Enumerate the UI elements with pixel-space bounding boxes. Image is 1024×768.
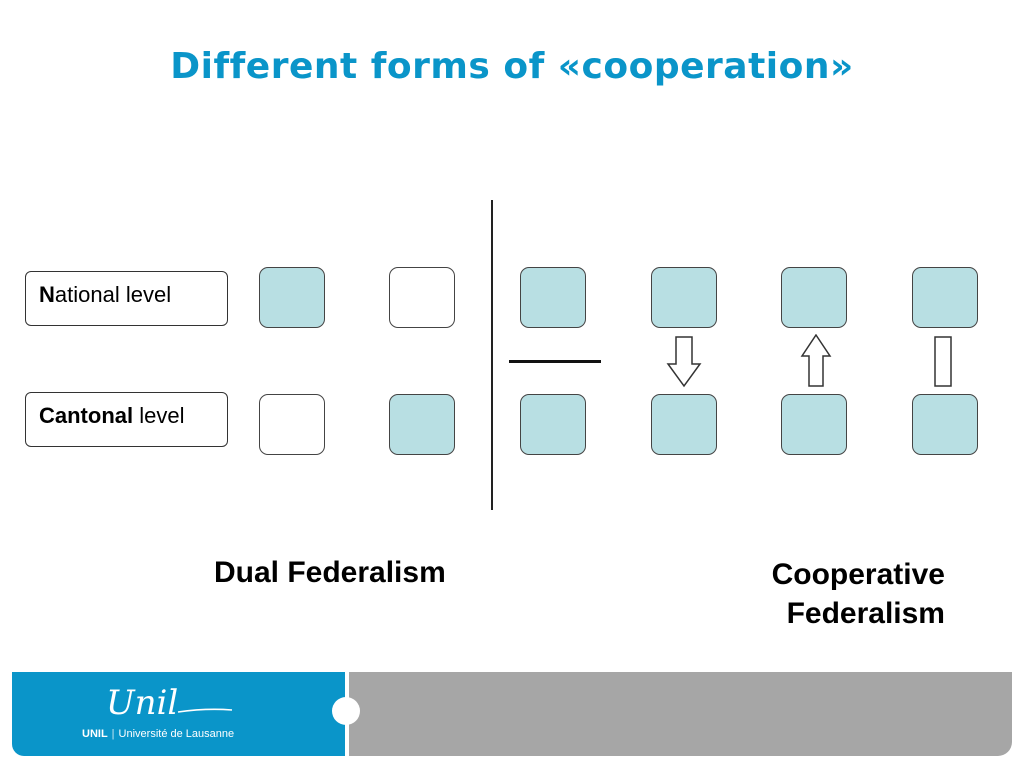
footer-gray-panel bbox=[349, 672, 1012, 756]
coop-col4-cantonal-box bbox=[651, 394, 717, 455]
arrow-up-icon bbox=[800, 334, 832, 387]
cantonal-level-text: level bbox=[133, 402, 185, 428]
separation-line bbox=[509, 360, 601, 363]
national-level-initial: N bbox=[39, 281, 55, 307]
dual-col2-cantonal-box bbox=[389, 394, 455, 455]
cantonal-level-bold: Cantonal bbox=[39, 402, 134, 428]
slide-title: Different forms of «cooperation» bbox=[170, 46, 854, 87]
coop-col6-national-box bbox=[912, 267, 978, 328]
dual-federalism-caption: Dual Federalism bbox=[214, 556, 446, 589]
national-level-text: ational level bbox=[54, 281, 172, 307]
coop-col5-national-box bbox=[781, 267, 847, 328]
logo-script-text: Unil bbox=[106, 683, 178, 723]
bar-connector-icon bbox=[934, 336, 952, 387]
dual-col2-national-box bbox=[389, 267, 455, 328]
coop-col4-national-box bbox=[651, 267, 717, 328]
cooperative-caption-line1: Cooperative bbox=[771, 558, 945, 591]
footer-dot bbox=[332, 697, 360, 725]
footer-bar: Unil UNIL|Université de Lausanne bbox=[12, 672, 1012, 756]
cantonal-level-label: Cantonal level bbox=[25, 392, 228, 447]
unil-logo-icon: Unil bbox=[106, 683, 233, 723]
dual-col1-cantonal-box bbox=[259, 394, 325, 455]
logo-name: Université de Lausanne bbox=[118, 728, 235, 740]
coop-col6-cantonal-box bbox=[912, 394, 978, 455]
coop-col3-cantonal-box bbox=[520, 394, 586, 455]
coop-col5-cantonal-box bbox=[781, 394, 847, 455]
arrow-down-icon bbox=[666, 336, 702, 388]
logo-abbr: UNIL bbox=[82, 728, 108, 740]
cooperative-federalism-caption: Cooperative Federalism bbox=[700, 555, 945, 633]
national-level-label: National level bbox=[25, 271, 228, 326]
coop-col3-national-box bbox=[520, 267, 586, 328]
section-divider bbox=[491, 200, 493, 510]
cooperative-caption-line2: Federalism bbox=[786, 597, 945, 630]
footer-blue-panel: Unil UNIL|Université de Lausanne bbox=[12, 672, 345, 756]
university-name: UNIL|Université de Lausanne bbox=[82, 728, 235, 740]
dual-col1-national-box bbox=[259, 267, 325, 328]
